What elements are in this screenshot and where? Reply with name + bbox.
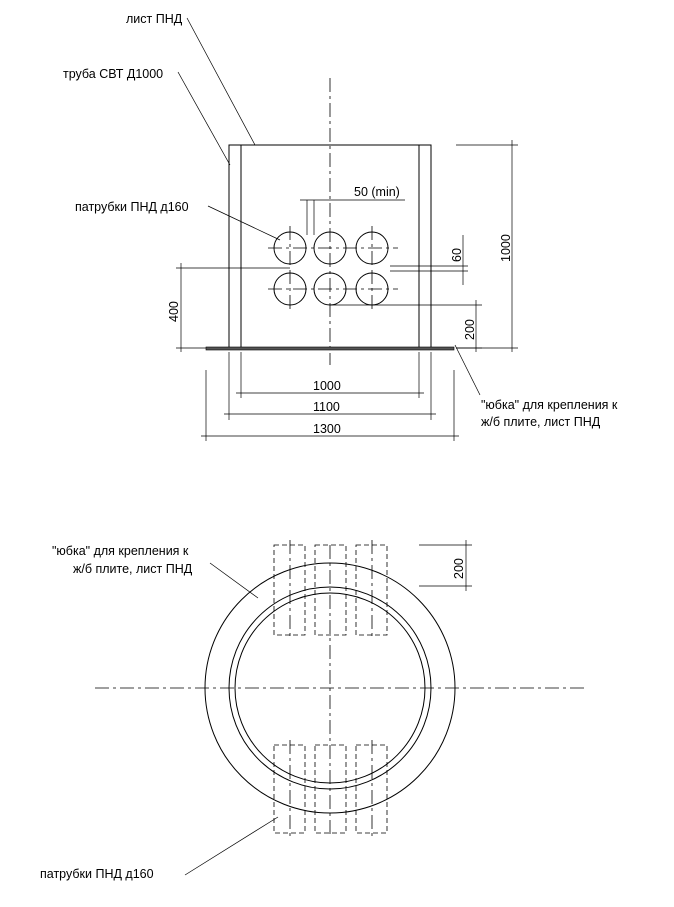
leader-nozzles (207, 205, 281, 241)
label-plan-skirt-line2: ж/б плите, лист ПНД (73, 562, 193, 576)
nozzle-hidden (273, 744, 306, 834)
dim-nozzle-length: 200 (419, 540, 472, 591)
nozzle-hidden (273, 544, 306, 636)
nozzle-hidden (355, 744, 388, 834)
pipe-inner-circle (234, 592, 426, 784)
dim-bottom-offset-text: 200 (463, 319, 477, 340)
dim-height-total: 1000 (456, 140, 518, 352)
skirt-plate (205, 346, 455, 351)
dim-nozzle-height: 400 (167, 263, 290, 352)
leader-sheet (186, 17, 256, 146)
front-view: 50 (min) 60 200 1000 400 (63, 12, 618, 441)
dim-height-total-text: 1000 (499, 234, 513, 262)
label-plan-skirt-line1: "юбка" для крепления к (52, 544, 189, 558)
dim-nozzle-length-text: 200 (452, 558, 466, 579)
dim-spacing-text: 60 (450, 248, 464, 262)
leader-plan-nozzles (184, 816, 279, 876)
plan-nozzles-bottom (273, 740, 388, 838)
nozzle-row-top (268, 226, 398, 268)
nozzle-row-bottom (268, 270, 398, 310)
label-skirt-line1: "юбка" для крепления к (481, 398, 618, 412)
nozzle-hidden (314, 544, 347, 636)
dim-gap-min: 50 (min) (300, 185, 405, 235)
label-skirt-line2: ж/б плите, лист ПНД (481, 415, 601, 429)
dim-inner-width-text: 1000 (313, 379, 341, 393)
plan-nozzles-top (273, 540, 388, 640)
pipe-outer-circle (228, 586, 432, 790)
label-sheet: лист ПНД (126, 12, 183, 26)
skirt-outline (204, 562, 456, 814)
left-pipe-wall (228, 144, 242, 349)
label-pipe: труба СВТ Д1000 (63, 67, 163, 81)
nozzle-hidden (314, 744, 347, 834)
nozzle-hidden (355, 544, 388, 636)
label-nozzles: патрубки ПНД д160 (75, 200, 189, 214)
dim-skirt-width-text: 1300 (313, 422, 341, 436)
leader-pipe (177, 71, 231, 166)
dim-widths: 1000 1100 1300 (201, 352, 459, 441)
dim-spacing: 60 (390, 235, 468, 285)
leader-skirt (454, 344, 481, 396)
label-plan-nozzles: патрубки ПНД д160 (40, 867, 154, 881)
dim-outer-width-text: 1100 (313, 400, 340, 414)
right-pipe-wall (418, 144, 432, 349)
leader-plan-skirt (209, 562, 259, 599)
dim-bottom-offset: 200 (330, 300, 482, 352)
plan-view: 200 "юбка" для крепления к ж/б плите, ли… (40, 540, 585, 881)
dim-gap-min-text: 50 (min) (354, 185, 400, 199)
dim-nozzle-height-text: 400 (167, 301, 181, 322)
